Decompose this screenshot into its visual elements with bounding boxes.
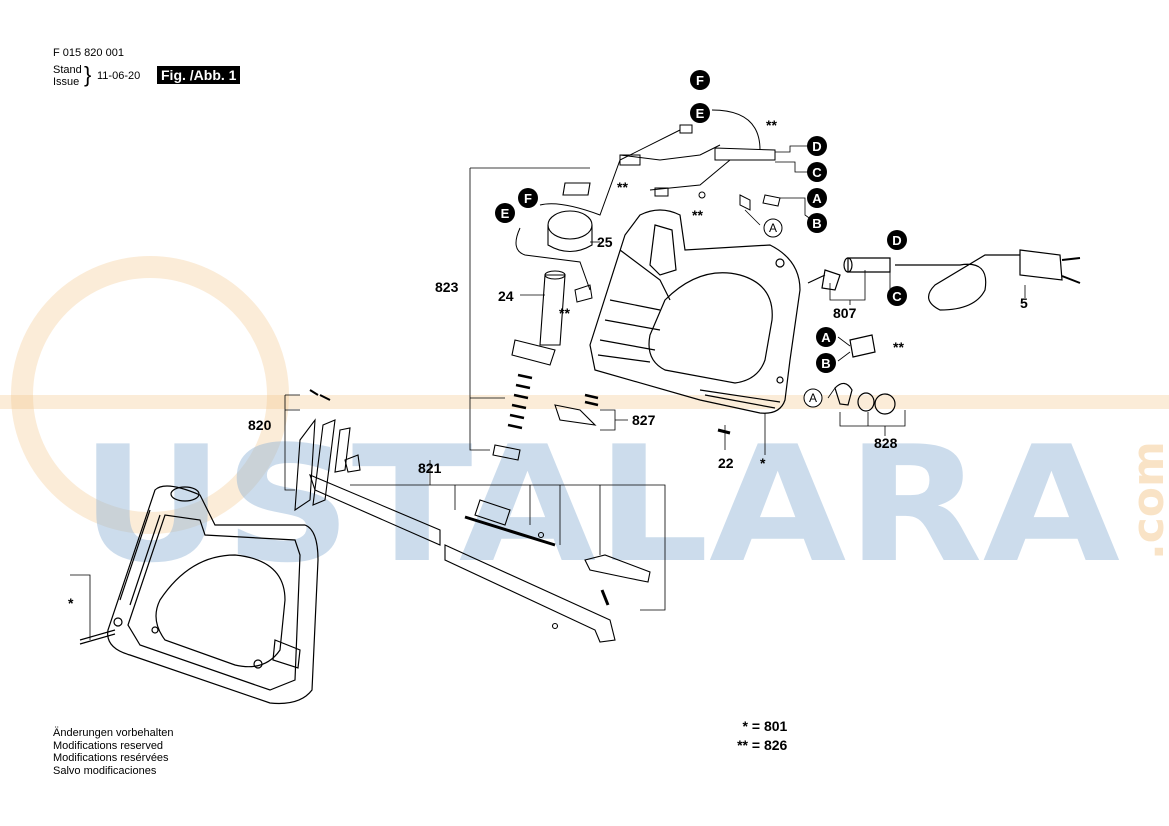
svg-text:E: E [696, 106, 705, 121]
wiring [515, 109, 781, 303]
main-housing [589, 209, 801, 414]
label-dstar-top: ** [766, 117, 777, 133]
connector-E-left: E [495, 203, 515, 223]
legend: * = 801 ** = 826 [724, 717, 787, 755]
brace: } [84, 62, 92, 87]
solenoid-parts [492, 182, 731, 461]
left-housing [79, 485, 319, 705]
figure-label: Fig. /Abb. 1 [157, 66, 241, 84]
leader-lines [70, 145, 1026, 640]
tag-A-knob: A [803, 388, 823, 408]
issue-date: 11-06-20 [97, 70, 141, 82]
connector-C-cable: C [887, 286, 907, 306]
label-25: 25 [597, 234, 613, 250]
power-cable [807, 249, 1081, 415]
label-dstar-right: ** [893, 339, 904, 355]
connector-B-top: B [807, 213, 827, 233]
connector-D-cable: D [887, 230, 907, 250]
connector-F-top: F [690, 70, 710, 90]
label-827: 827 [632, 412, 656, 428]
connector-A-top: A [807, 188, 827, 208]
footnote-fr: Modifications resérvées [53, 752, 169, 764]
label-dstar-switch: ** [617, 179, 628, 195]
svg-text:B: B [812, 216, 821, 231]
label-dstar-mid: ** [692, 207, 703, 223]
label-821: 821 [418, 460, 442, 476]
legend-row-826: ** = 826 [737, 737, 788, 753]
svg-text:F: F [696, 73, 704, 88]
svg-text:D: D [892, 233, 901, 248]
svg-text:A: A [821, 330, 831, 345]
footnotes: Änderungen vorbehalten Modifications res… [53, 727, 173, 777]
connector-A-switch: A [816, 327, 836, 347]
part-number: F 015 820 001 [53, 47, 124, 59]
label-star-frame: * [68, 595, 74, 611]
guide-assembly [294, 389, 651, 643]
part-labels: 823 24 25 820 821 827 22 807 5 828 * * *… [68, 117, 1028, 611]
legend-row-801: * = 801 [742, 718, 788, 734]
label-dstar-cable: ** [559, 305, 570, 321]
tag-A-housing: A [763, 218, 783, 238]
svg-text:F: F [524, 191, 532, 206]
watermark-suffix: .com [1123, 441, 1169, 560]
svg-text:A: A [809, 391, 817, 405]
label-star-bottom: * [760, 455, 766, 471]
connector-E-top: E [690, 103, 710, 123]
stand-label: Stand [53, 64, 82, 76]
svg-text:A: A [812, 191, 822, 206]
connector-D-top: D [807, 136, 827, 156]
label-22: 22 [718, 455, 734, 471]
svg-text:A: A [769, 221, 777, 235]
watermark: USTALARA .com [0, 256, 1169, 598]
label-820: 820 [248, 417, 272, 433]
connector-B-switch: B [816, 353, 836, 373]
footnote-en: Modifications reserved [53, 739, 164, 752]
footnote-es: Salvo modificaciones [53, 764, 157, 777]
svg-text:E: E [501, 206, 510, 221]
footnote-de: Änderungen vorbehalten [53, 727, 174, 739]
label-24: 24 [498, 288, 514, 304]
svg-text:B: B [821, 356, 830, 371]
label-823: 823 [435, 279, 459, 295]
connector-markers: F E D C A B F E D C A B A A [495, 70, 907, 408]
svg-text:C: C [812, 165, 822, 180]
issue-label: Issue [53, 76, 80, 88]
label-807: 807 [833, 305, 857, 321]
label-5: 5 [1020, 295, 1028, 311]
connector-F-left: F [518, 188, 538, 208]
svg-text:C: C [892, 289, 902, 304]
label-828: 828 [874, 435, 898, 451]
connector-C-top: C [807, 162, 827, 182]
svg-text:D: D [812, 139, 821, 154]
